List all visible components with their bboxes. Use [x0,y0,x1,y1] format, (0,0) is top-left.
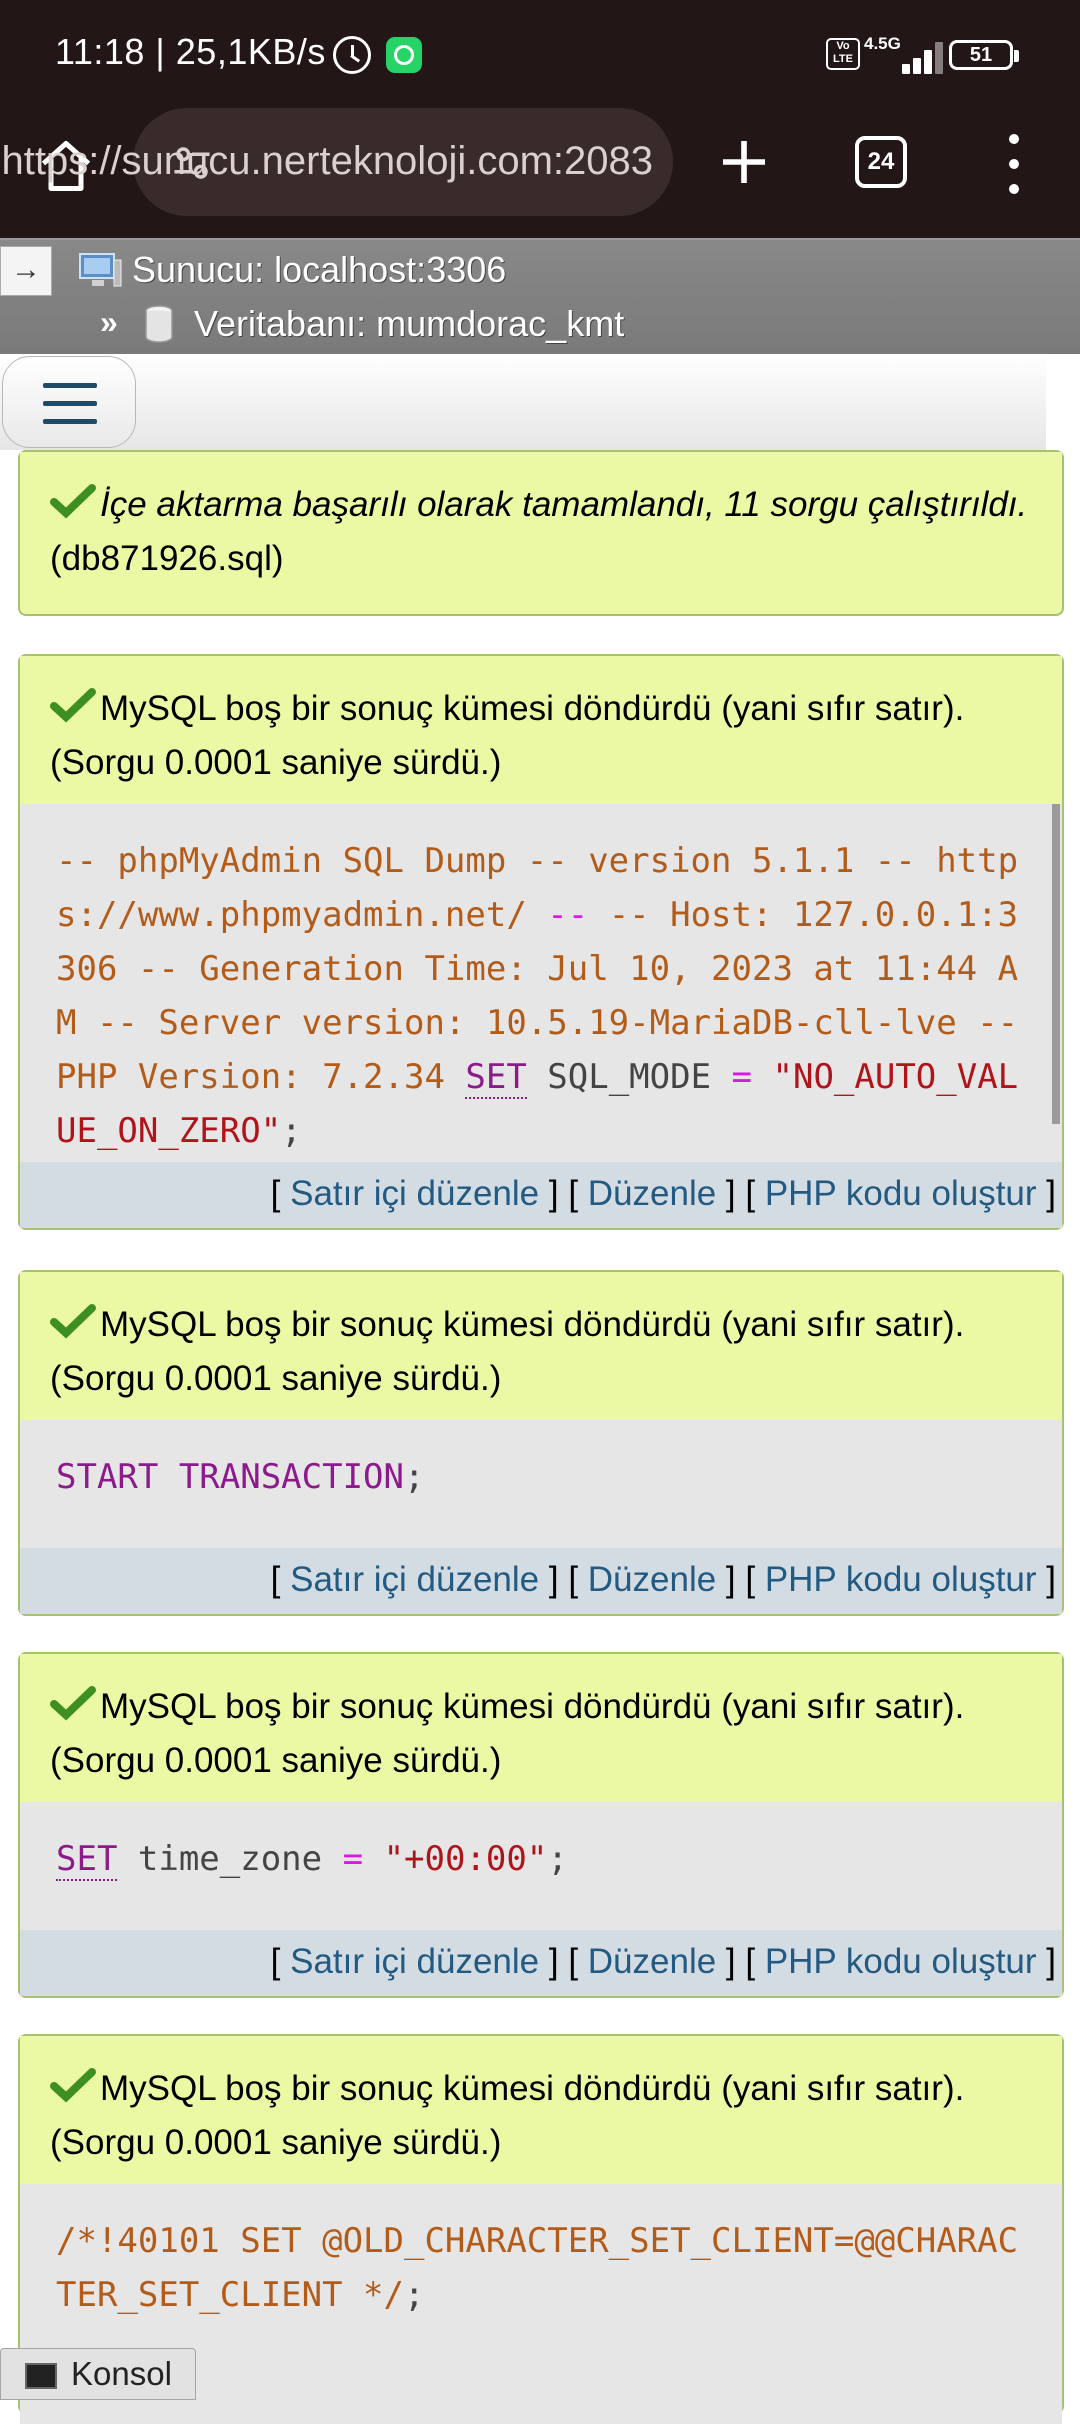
breadcrumb: → Sunucu: localhost:3306 » Veritabanı: m… [0,238,1080,354]
success-check-icon [50,1304,96,1339]
sql-keyword-link[interactable]: SET [56,1839,118,1881]
query-status-text: MySQL boş bir sonuç kümesi döndürdü (yan… [50,689,965,782]
query-actions: [ Satır içi düzenle ] [ Düzenle ] [ PHP … [20,1548,1062,1614]
tab-switcher-button[interactable]: 24 [855,136,907,188]
browser-toolbar: https://sunucu.nerteknoloji.com:2083 24 [0,108,1080,238]
console-icon [25,2363,57,2389]
edit-link[interactable]: Düzenle [587,1174,717,1213]
query-result-message: MySQL boş bir sonuç kümesi döndürdü (yan… [18,1652,1064,1998]
query-result-message: MySQL boş bir sonuç kümesi döndürdü (yan… [18,1270,1064,1616]
whatsapp-notification-icon [386,37,422,73]
edit-link[interactable]: Düzenle [587,1942,717,1981]
status-bar: 11:18 | 25,1KB/s Vo LTE 4.5G 51 [0,0,1080,108]
success-check-icon [50,688,96,723]
server-icon [79,253,122,287]
import-success-message: İçe aktarma başarılı olarak tamamlandı, … [18,450,1064,616]
breadcrumb-separator: » [100,304,118,340]
status-time: 11:18 | 25,1KB/s [55,31,326,72]
battery-icon: 51 [949,40,1019,70]
success-check-icon [50,1686,96,1721]
home-icon[interactable] [36,136,96,196]
inline-edit-link[interactable]: Satır içi düzenle [290,1942,540,1981]
edit-link[interactable]: Düzenle [587,1560,717,1599]
sql-query[interactable]: SET time_zone = "+00:00"; [20,1802,1062,1930]
create-php-code-link[interactable]: PHP kodu oluştur [764,1560,1037,1599]
create-php-code-link[interactable]: PHP kodu oluştur [764,1174,1037,1213]
more-options-icon[interactable] [1004,134,1024,194]
sql-keyword-link[interactable]: SET [465,1057,527,1099]
new-tab-icon[interactable] [716,134,772,190]
inline-edit-link[interactable]: Satır içi düzenle [290,1174,540,1213]
alarm-icon [333,36,371,74]
console-tab[interactable]: Konsol [0,2348,196,2400]
query-actions: [ Satır içi düzenle ] [ Düzenle ] [ PHP … [20,1162,1062,1228]
import-file-name: (db871926.sql) [50,539,284,578]
query-result-message: MySQL boş bir sonuç kümesi döndürdü (yan… [18,654,1064,1230]
nav-strip [0,354,1046,450]
query-actions: [ Satır içi düzenle ] [ Düzenle ] [ PHP … [20,1930,1062,1996]
database-link[interactable]: Veritabanı: mumdorac_kmt [194,303,625,344]
signal-strength-icon [868,40,943,74]
database-icon [145,305,173,343]
query-status-text: MySQL boş bir sonuç kümesi döndürdü (yan… [50,1305,965,1398]
query-status-text: MySQL boş bir sonuç kümesi döndürdü (yan… [50,1687,965,1780]
query-status-text: MySQL boş bir sonuç kümesi döndürdü (yan… [50,2069,965,2162]
console-label: Konsol [71,2355,172,2392]
network-type: 4.5G [864,34,901,53]
sql-scrollbar[interactable] [1052,804,1060,1124]
success-check-icon [50,484,96,519]
navbar-toggle-button[interactable] [2,356,136,448]
volte-icon: Vo LTE [826,38,860,70]
site-settings-icon[interactable] [171,142,213,184]
sql-query[interactable]: -- phpMyAdmin SQL Dump -- version 5.1.1 … [20,804,1062,1162]
inline-edit-link[interactable]: Satır içi düzenle [290,1560,540,1599]
sql-query[interactable]: START TRANSACTION; [20,1420,1062,1548]
address-bar[interactable]: https://sunucu.nerteknoloji.com:2083 [1,108,673,216]
import-success-text: İçe aktarma başarılı olarak tamamlandı, … [100,485,1028,524]
success-check-icon [50,2068,96,2103]
url-text: https://sunucu.nerteknoloji.com:2083 [1,139,653,183]
server-link[interactable]: Sunucu: localhost:3306 [132,249,507,290]
collapse-navigation-button[interactable]: → [0,246,52,296]
create-php-code-link[interactable]: PHP kodu oluştur [764,1942,1037,1981]
